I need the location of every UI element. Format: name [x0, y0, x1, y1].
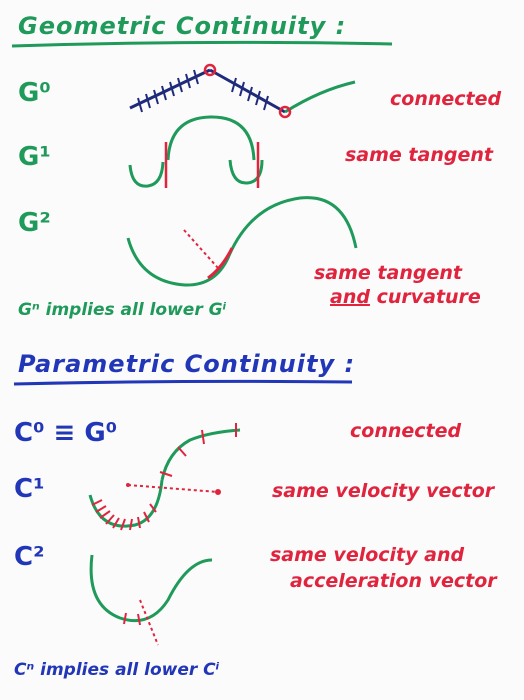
- g0-description: connected: [390, 88, 502, 110]
- g1-right-cup: [228, 159, 264, 185]
- g1-left-cup: [128, 161, 165, 188]
- curvature-word: curvature: [376, 286, 481, 308]
- g2-description-line2: and curvature: [330, 286, 481, 308]
- c0-description: connected: [350, 420, 462, 442]
- and-underlined-word: and: [330, 286, 370, 308]
- g1-arch: [166, 115, 256, 161]
- g0-segment-left: [129, 68, 211, 110]
- g1-tangent-marks: [164, 142, 260, 188]
- c0-label: C⁰ ≡ G⁰: [14, 418, 118, 448]
- c2-acceleration-dotted: [139, 599, 159, 646]
- c1-parameter-ticks: [91, 499, 157, 531]
- c1-label: C¹: [14, 474, 45, 504]
- g2-curve: [126, 196, 358, 287]
- c2-curve: [89, 554, 213, 623]
- g1-description: same tangent: [345, 144, 493, 166]
- geometric-continuity-title: Geometric Continuity :: [18, 12, 347, 40]
- g0-hatch-marks: [137, 69, 269, 113]
- g0-joint-top: [203, 63, 217, 77]
- c2-description-line2: acceleration vector: [290, 570, 497, 592]
- c2-sketch: [89, 554, 213, 646]
- g0-segment-right: [284, 80, 356, 114]
- parametric-summary: Cⁿ implies all lower Cⁱ: [14, 660, 220, 680]
- c1-description: same velocity vector: [272, 480, 495, 502]
- c1-velocity-dotted: [127, 484, 219, 493]
- parametric-continuity-title: Parametric Continuity :: [18, 350, 356, 378]
- g0-sketch: [129, 63, 356, 119]
- g2-highlight: [207, 247, 234, 280]
- c0-curve: [160, 428, 241, 481]
- g2-label: G²: [18, 208, 51, 238]
- c0-sketch: [159, 423, 241, 481]
- c2-parameter-ticks: [123, 612, 141, 626]
- c2-label: C²: [14, 542, 45, 572]
- g1-label: G¹: [18, 142, 51, 172]
- geometric-title-underline: [11, 40, 393, 48]
- c1-curve: [88, 479, 164, 528]
- g2-sketch: [126, 196, 358, 287]
- c1-velocity-start: [126, 483, 130, 487]
- c0-parameter-ticks: [159, 423, 237, 477]
- g2-description-line1: same tangent: [314, 262, 462, 284]
- g1-sketch: [128, 115, 264, 188]
- c2-description-line1: same velocity and: [270, 544, 465, 566]
- g0-joint-bottom: [278, 105, 292, 119]
- c1-velocity-endpoint: [215, 489, 221, 495]
- c1-sketch: [88, 479, 221, 531]
- g0-segment-middle: [209, 68, 286, 114]
- geometric-summary: Gⁿ implies all lower Gⁱ: [18, 300, 227, 320]
- parametric-title-underline: [13, 379, 353, 386]
- g0-label: G⁰: [18, 78, 51, 108]
- g2-normal-dotted: [183, 229, 219, 269]
